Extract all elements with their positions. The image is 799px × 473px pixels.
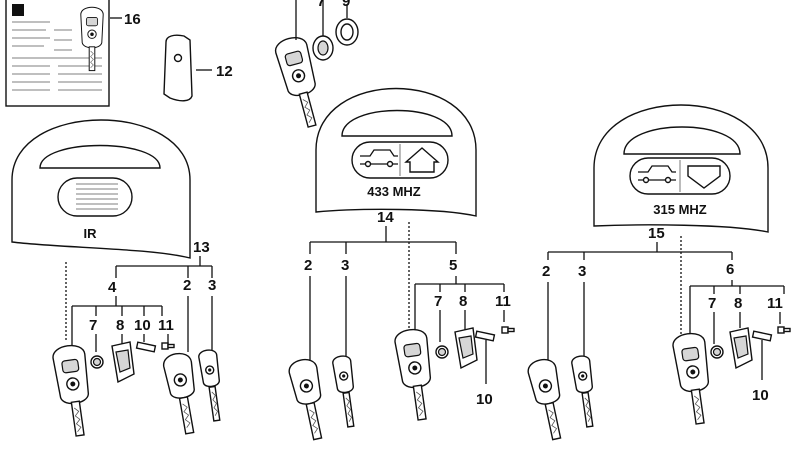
house-arrow-icon (404, 147, 440, 173)
callout-8-middle: 8 (459, 293, 467, 310)
key-fob-middle (392, 326, 439, 423)
remote-433-label: 433 MHZ (367, 184, 421, 199)
house-arrow-icon (687, 165, 721, 189)
callout-2-right: 2 (542, 263, 550, 280)
key-valet-middle (286, 356, 333, 443)
callout-14: 14 (377, 209, 394, 226)
key-valet-right (525, 356, 572, 443)
key-document (5, 0, 110, 107)
callout-10-middle: 10 (476, 391, 493, 408)
car-icon (638, 165, 676, 184)
key-slim-middle (331, 354, 361, 429)
callout-3-right: 3 (578, 263, 586, 280)
callout-7-left: 7 (89, 317, 97, 334)
callout-7-top: 7 (317, 0, 325, 10)
key-slim-left (197, 348, 227, 423)
callout-11-left: 11 (158, 317, 174, 334)
key-fob-left (50, 342, 97, 439)
key-cover (163, 34, 193, 102)
callout-4: 4 (108, 279, 117, 296)
callout-2-middle: 2 (304, 257, 312, 274)
callout-8-left: 8 (116, 317, 124, 334)
callout-15: 15 (648, 225, 665, 242)
callout-12: 12 (216, 63, 233, 80)
callout-11-right: 11 (767, 295, 783, 312)
remote-433: 433 MHZ (315, 87, 477, 217)
callout-9: 9 (342, 0, 350, 10)
callout-11-middle: 11 (495, 293, 511, 310)
key-slim-right (570, 354, 600, 429)
remote-ir: IR (11, 119, 191, 259)
callout-7-right: 7 (708, 295, 716, 312)
callout-13: 13 (193, 239, 210, 256)
ir-window-icon (57, 177, 133, 217)
callout-5: 5 (449, 257, 457, 274)
callout-6: 6 (726, 261, 734, 278)
remote-315: 315 MHZ (593, 104, 769, 233)
callout-3-middle: 3 (341, 257, 349, 274)
key-valet-left (161, 350, 205, 437)
callout-7-middle: 7 (434, 293, 442, 310)
car-icon (360, 149, 398, 168)
callout-2-left: 2 (183, 277, 191, 294)
remote-315-label: 315 MHZ (653, 202, 707, 217)
callout-3-left: 3 (208, 277, 216, 294)
logo-icon (12, 4, 24, 16)
callout-10-left: 10 (134, 317, 151, 334)
remote-ir-label: IR (84, 226, 98, 241)
callout-16: 16 (124, 11, 141, 28)
key-fob-right (670, 330, 717, 427)
callout-8-right: 8 (734, 295, 742, 312)
callout-10-right: 10 (752, 387, 769, 404)
